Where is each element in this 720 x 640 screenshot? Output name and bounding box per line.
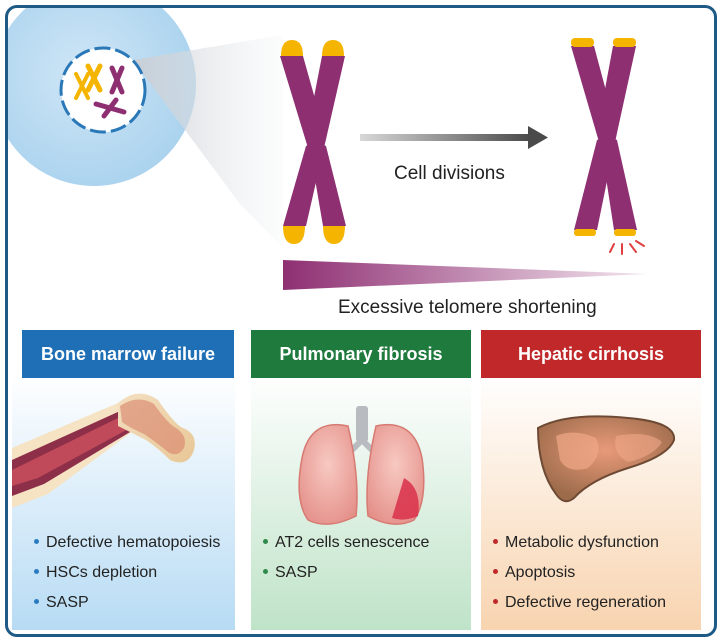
- bullet-icon: [34, 599, 39, 605]
- chromosome-short-telomeres: [571, 38, 645, 255]
- telomere-shortening-label: Excessive telomere shortening: [338, 297, 597, 318]
- list-item: Metabolic dysfunction: [489, 528, 697, 558]
- liver-findings-list: Metabolic dysfunction Apoptosis Defectiv…: [489, 528, 697, 618]
- cell-divisions-label: Cell divisions: [394, 163, 505, 184]
- arrow-head-icon: [528, 126, 548, 149]
- lung-findings-list: AT2 cells senescence SASP: [259, 528, 467, 588]
- panel-bone-marrow: Bone marrow failure Defective hematopoie…: [22, 330, 234, 626]
- bullet-icon: [34, 539, 39, 545]
- figure-frame: Cell divisions Excessive telomere shorte…: [5, 5, 717, 637]
- bullet-icon: [493, 599, 498, 605]
- panel-title-bone: Bone marrow failure: [22, 330, 234, 378]
- small-chromosomes-icon: [74, 63, 127, 119]
- list-item: Defective hematopoiesis: [30, 528, 230, 558]
- panel-hepatic-cirrhosis: Hepatic cirrhosis Metabolic dysfunction …: [481, 330, 701, 626]
- bullet-icon: [263, 569, 268, 575]
- zoom-beam: [133, 35, 283, 248]
- illustration-canvas: [8, 8, 701, 630]
- bullet-icon: [493, 569, 498, 575]
- shortening-gradient-wedge: [283, 260, 648, 290]
- cell-nucleus-icon: [59, 46, 147, 134]
- bone-icon: [12, 393, 195, 508]
- list-item: HSCs depletion: [30, 558, 230, 588]
- chromosome-long-telomeres: [280, 40, 346, 244]
- bullet-icon: [263, 539, 268, 545]
- list-item: AT2 cells senescence: [259, 528, 467, 558]
- list-item: Defective regeneration: [489, 588, 697, 618]
- panel-title-lung: Pulmonary fibrosis: [251, 330, 471, 378]
- list-item: SASP: [259, 558, 467, 588]
- panel-title-liver: Hepatic cirrhosis: [481, 330, 701, 378]
- division-arrow-shaft: [360, 134, 530, 141]
- damage-signal-icon: [609, 240, 645, 255]
- panel-pulmonary-fibrosis: Pulmonary fibrosis AT2 cells senescence …: [251, 330, 471, 626]
- list-item: SASP: [30, 588, 230, 618]
- lungs-icon: [298, 406, 425, 525]
- liver-icon: [536, 415, 676, 503]
- bone-findings-list: Defective hematopoiesis HSCs depletion S…: [30, 528, 230, 618]
- bullet-icon: [34, 569, 39, 575]
- list-item: Apoptosis: [489, 558, 697, 588]
- bullet-icon: [493, 539, 498, 545]
